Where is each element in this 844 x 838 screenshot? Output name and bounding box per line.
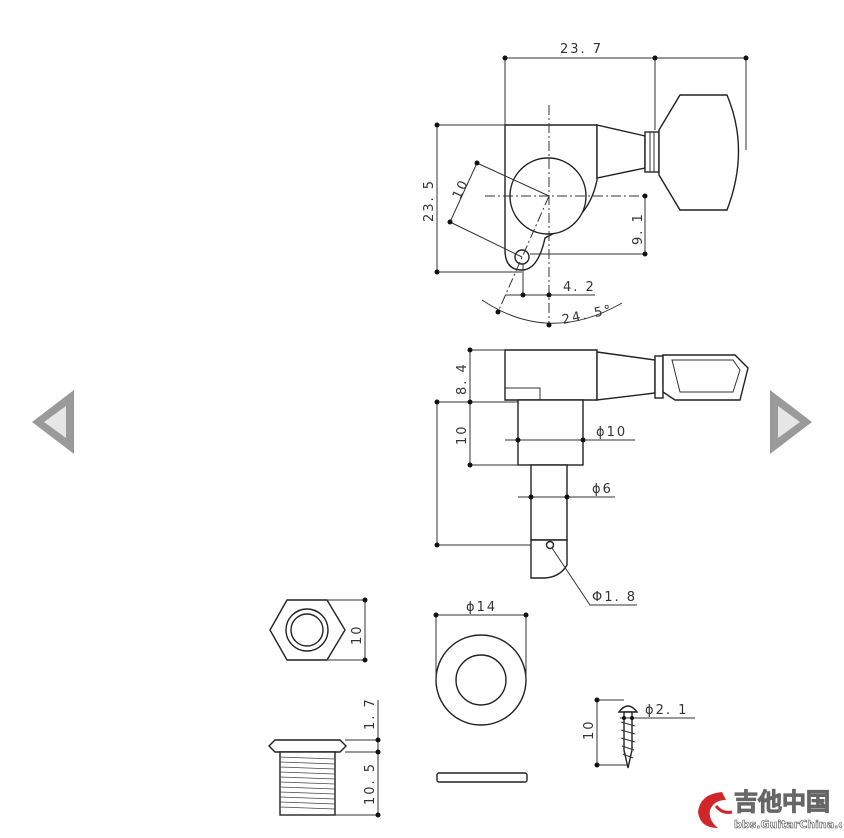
- dim-screw-length: 10: [582, 719, 597, 740]
- dim-stem-diameter: ϕ10: [596, 425, 627, 440]
- dim-eye-horizontal: 4. 2: [563, 280, 596, 295]
- hardware-parts: 10 ϕ14 1. 7 10. 5 10 ϕ2. 1: [268, 597, 695, 818]
- dim-height: 23. 5: [422, 179, 437, 222]
- triangle-left-icon: [32, 390, 74, 454]
- dim-body-height: 8. 4: [455, 362, 470, 395]
- string-post-tip: [530, 539, 568, 579]
- mounting-screw: [617, 705, 639, 713]
- watermark-logo: 吉他中国 bbs.GuitarChina.com: [692, 784, 844, 834]
- dragon-logo-icon: 吉他中国 bbs.GuitarChina.com: [698, 788, 844, 831]
- previous-image-button[interactable]: [30, 388, 76, 456]
- washer-side: [436, 772, 528, 783]
- tuner-button-side: [662, 354, 749, 401]
- triangle-right-icon: [770, 390, 812, 454]
- svg-text:bbs.GuitarChina.com: bbs.GuitarChina.com: [734, 818, 842, 831]
- tuner-housing-side: [504, 349, 598, 401]
- dim-hole-diameter: Φ1. 8: [592, 590, 637, 605]
- top-view: 23. 7 23. 5 10 9. 1 4. 2 24. 5°: [422, 42, 749, 328]
- next-image-button[interactable]: [768, 388, 814, 456]
- dim-overall-width: 23. 7: [560, 42, 603, 57]
- dim-bushing-flange: 1. 7: [363, 697, 378, 730]
- dim-stem-length: 10: [455, 424, 470, 445]
- dim-bushing-length: 10. 5: [363, 762, 378, 805]
- side-view: 8. 4 10 ϕ10 ϕ6 Φ1. 8: [434, 347, 749, 606]
- dim-screw-diameter: ϕ2. 1: [645, 703, 688, 718]
- dim-eye-vertical: 9. 1: [631, 212, 646, 245]
- bushing: [268, 739, 347, 753]
- dim-washer-diameter: ϕ14: [466, 600, 497, 615]
- dim-nut-width: 10: [350, 624, 365, 645]
- tuner-button: [658, 94, 740, 211]
- tuner-post: [596, 124, 646, 179]
- svg-text:吉他中国: 吉他中国: [734, 788, 830, 816]
- dim-post-diameter: ϕ6: [592, 482, 613, 497]
- dim-angle: 24. 5°: [561, 303, 615, 328]
